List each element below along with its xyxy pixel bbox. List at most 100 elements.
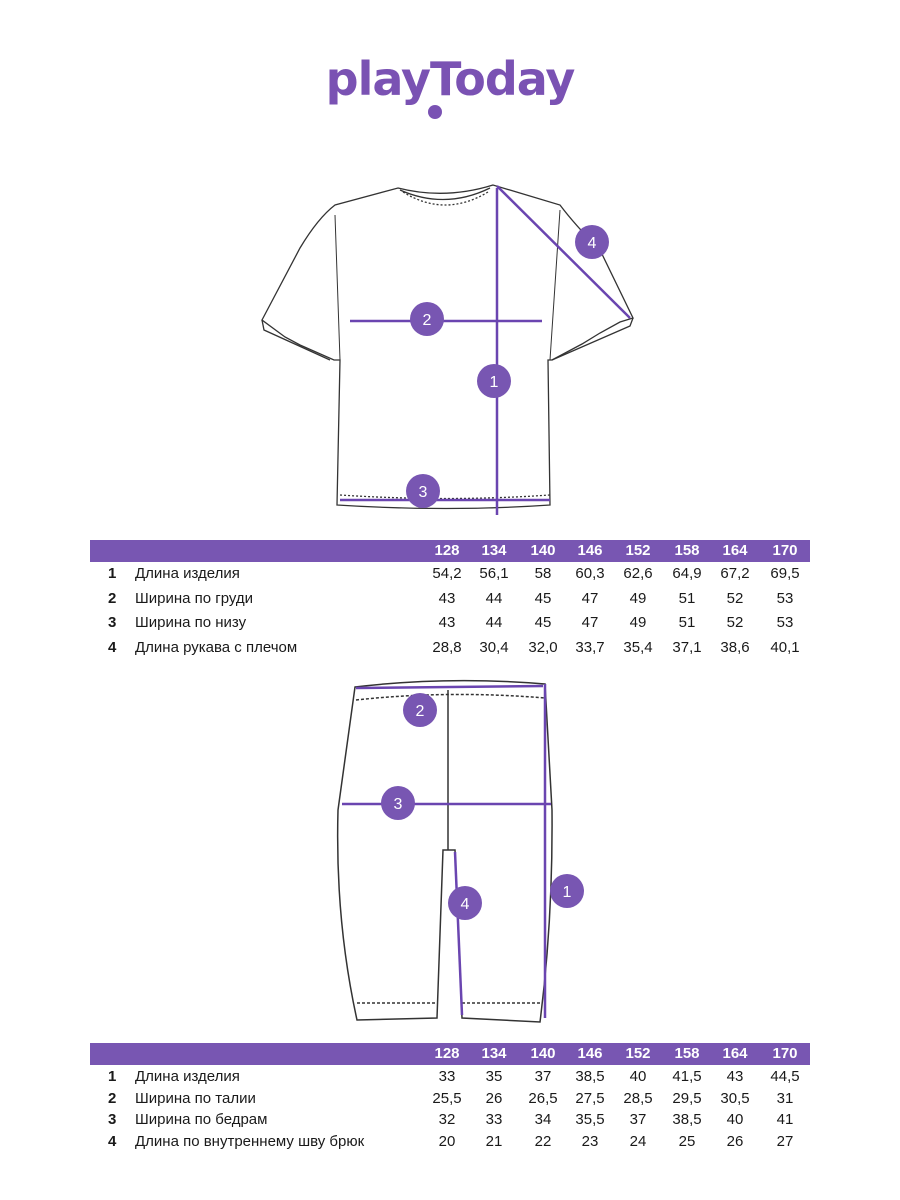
cell-value: 20 [438,1133,456,1151]
svg-text:2: 2 [416,703,425,720]
tshirt-badge-3: 3 [406,474,440,508]
cell-value: 69,5 [770,565,800,582]
cell-value: 33 [485,1111,503,1129]
size-column-header: 152 [625,1045,651,1062]
shorts-badge-1: 1 [550,874,584,908]
cell-value: 43 [438,589,456,607]
cell-value: 45 [534,589,552,607]
cell-value: 47 [581,589,599,607]
row-label: Ширина по груди [135,589,254,607]
cell-value: 26,5 [528,1089,558,1107]
size-column-header: 170 [772,1045,798,1062]
tshirt-badge-1: 1 [477,364,511,398]
cell-value: 52 [726,589,744,607]
size-column-header: 158 [674,542,700,559]
shorts-drawing [336,679,553,1023]
cell-value: 44 [485,614,503,631]
size-column-header: 128 [434,542,460,559]
cell-value: 37,1 [672,638,702,656]
row-number: 2 [108,589,117,607]
logo-dot [428,105,442,119]
cell-value: 33,7 [575,638,605,656]
cell-value: 38,5 [575,1068,605,1085]
size-column-header: 152 [625,542,651,559]
row-label: Ширина по бедрам [135,1111,268,1129]
cell-value: 32,0 [528,638,558,656]
row-number: 2 [108,1089,117,1107]
row-number: 3 [108,614,117,631]
cell-value: 25 [678,1133,696,1151]
cell-value: 27,5 [575,1089,605,1107]
svg-text:3: 3 [394,796,403,813]
size-header: 128 134 140 146 152 158 164 170 [90,1043,810,1065]
row-label: Длина рукава с плечом [135,638,298,656]
cell-value: 43 [726,1068,744,1085]
size-column-header: 146 [577,1045,603,1062]
row-number: 4 [108,1133,117,1151]
cell-value: 44,5 [770,1068,800,1085]
cell-value: 26 [485,1089,503,1107]
cell-value: 56,1 [479,565,509,582]
cell-value: 45 [534,614,552,631]
size-column-header: 164 [722,1045,748,1062]
cell-value: 43 [438,614,456,631]
cell-value: 34 [534,1111,552,1129]
cell-value: 35 [485,1068,503,1085]
cell-value: 32 [438,1111,456,1129]
svg-text:2: 2 [423,312,432,329]
row-label: Длина изделия [135,565,240,582]
size-column-header: 140 [530,1045,556,1062]
cell-value: 37 [534,1068,552,1085]
shorts-badge-4: 4 [448,886,482,920]
brand-logo: playToday [325,52,576,106]
cell-value: 62,6 [623,565,653,582]
size-column-header: 158 [674,1045,700,1062]
cell-value: 47 [581,614,599,631]
cell-value: 40,1 [770,638,800,656]
shorts-measure-lines [342,684,551,1018]
svg-text:3: 3 [419,484,428,501]
svg-text:4: 4 [588,235,597,252]
cell-value: 35,4 [623,638,653,656]
size-column-header: 134 [481,1045,507,1062]
row-number: 4 [108,638,117,656]
row-label: Длина по внутреннему шву брюк [135,1133,365,1151]
svg-text:4: 4 [461,896,470,913]
cell-value: 21 [485,1133,503,1151]
tshirt-badge-2: 2 [410,302,444,336]
cell-value: 49 [629,589,647,607]
cell-value: 37 [629,1111,647,1129]
cell-value: 28,5 [623,1089,653,1107]
cell-value: 25,5 [432,1089,462,1107]
cell-value: 40 [726,1111,744,1129]
shorts-badge-2: 2 [403,693,437,727]
cell-value: 51 [678,614,696,631]
cell-value: 29,5 [672,1089,702,1107]
cell-value: 58 [534,565,552,582]
cell-value: 40 [629,1068,647,1085]
row-number: 3 [108,1111,117,1129]
tshirt-measure-lines [340,185,631,515]
size-column-header: 146 [577,542,603,559]
cell-value: 44 [485,589,503,607]
tshirt-badge-4: 4 [575,225,609,259]
cell-value: 33 [438,1068,456,1085]
cell-value: 38,5 [672,1111,702,1129]
cell-value: 24 [629,1133,647,1151]
size-column-header: 134 [481,542,507,559]
cell-value: 30,5 [720,1089,750,1107]
cell-value: 26 [726,1133,744,1151]
row-label: Длина изделия [135,1068,240,1085]
cell-value: 27 [776,1133,794,1151]
cell-value: 54,2 [432,565,462,582]
size-column-header: 128 [434,1045,460,1062]
cell-value: 31 [776,1089,794,1107]
